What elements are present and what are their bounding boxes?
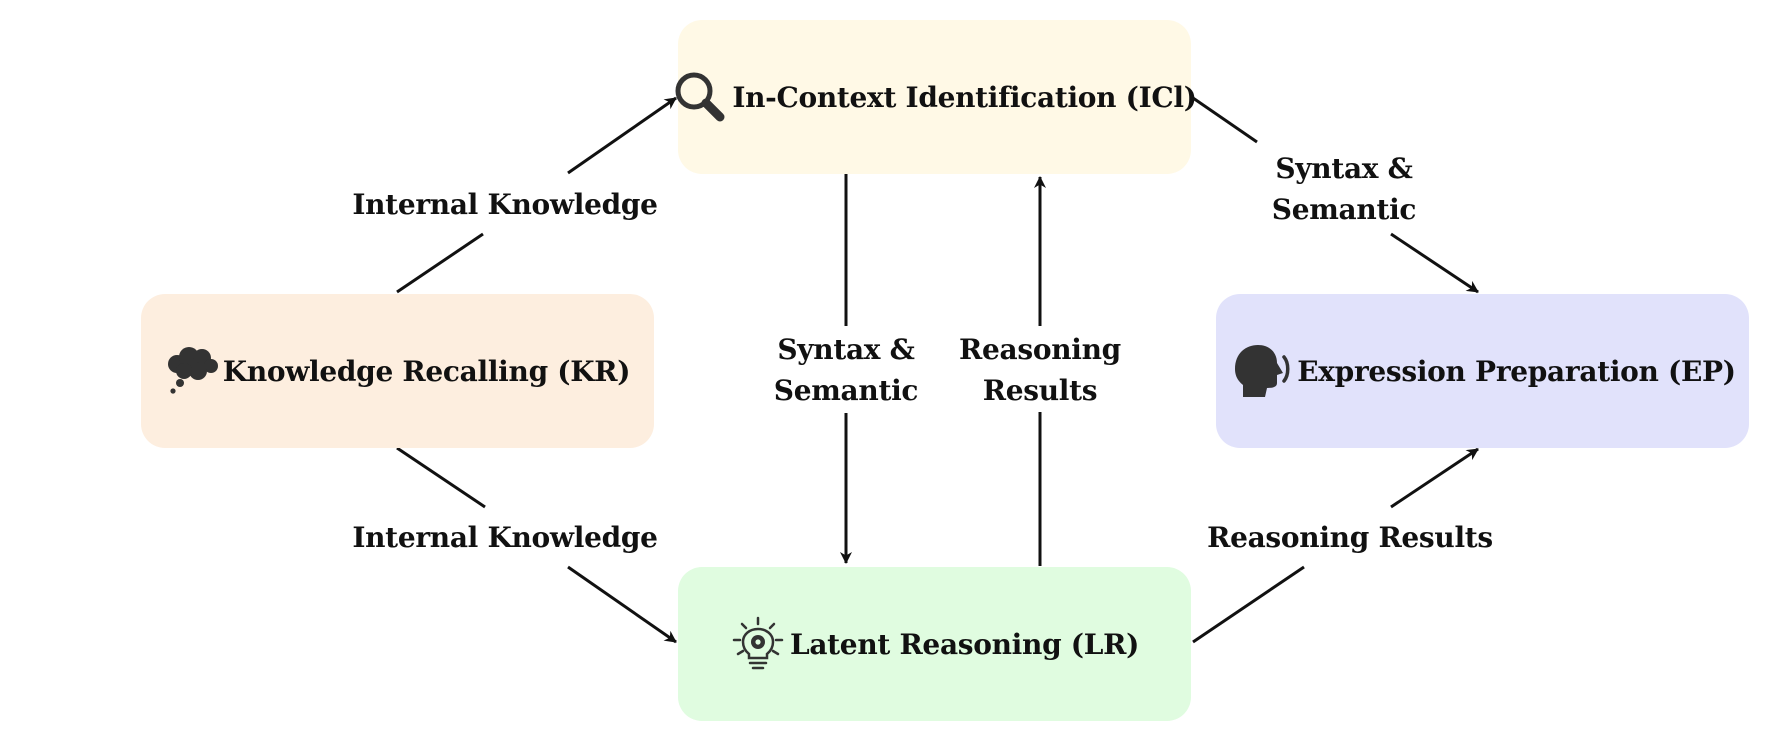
edge-label-lr-to-icl-line2: Results	[982, 374, 1098, 407]
edge-lr-to-ep-segment-b	[1390, 447, 1479, 509]
node-kr-label: Knowledge Recalling (KR)	[222, 354, 631, 388]
edge-kr-to-lr-segment-a	[396, 446, 486, 509]
edge-label-icl-to-lr-line1: Syntax &	[777, 333, 915, 366]
edge-label-kr-to-lr: Internal Knowledge	[352, 521, 658, 554]
edge-label-lr-to-ep: Reasoning Results	[1207, 521, 1493, 554]
node-kr: Knowledge Recalling (KR)	[141, 294, 654, 448]
edge-label-icl-to-ep: Syntax & Semantic	[1244, 148, 1444, 230]
speaking-head-icon	[1229, 343, 1293, 399]
edge-label-icl-to-lr: Syntax & Semantic	[746, 329, 946, 411]
node-ep: Expression Preparation (EP)	[1216, 294, 1749, 448]
lightbulb-gear-icon	[730, 616, 786, 672]
edge-kr-to-icl-segment-a	[396, 232, 484, 294]
edge-kr-to-lr-segment-b	[567, 565, 677, 644]
node-icl: In-Context Identification (ICl)	[675, 20, 1197, 174]
edge-label-kr-to-icl: Internal Knowledge	[352, 188, 658, 221]
node-icl-label: In-Context Identification (ICl)	[732, 80, 1197, 114]
edge-label-lr-to-icl: Reasoning Results	[935, 329, 1145, 411]
edge-kr-to-icl-segment-b	[567, 96, 677, 175]
thought-cloud-icon	[165, 346, 219, 396]
edge-lr-to-ep-segment-a	[1192, 565, 1305, 644]
edge-icl-to-ep-segment-a	[1192, 96, 1258, 144]
edge-label-icl-to-ep-line2: Semantic	[1271, 193, 1417, 226]
edge-label-lr-to-icl-line1: Reasoning	[959, 333, 1121, 366]
node-ep-label: Expression Preparation (EP)	[1297, 354, 1736, 388]
edge-label-icl-to-lr-line2: Semantic	[773, 374, 919, 407]
magnifier-icon	[672, 69, 728, 125]
node-lr-label: Latent Reasoning (LR)	[789, 627, 1140, 661]
edge-icl-to-ep-segment-b	[1390, 232, 1479, 294]
edge-label-icl-to-ep-line1: Syntax &	[1275, 152, 1413, 185]
node-lr: Latent Reasoning (LR)	[678, 567, 1191, 721]
